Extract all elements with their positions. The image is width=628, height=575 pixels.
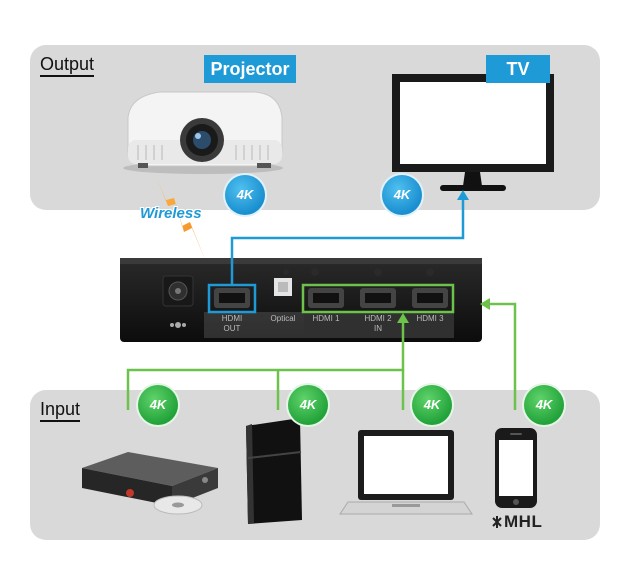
mhl-logo: MHL — [504, 512, 543, 531]
input-4k-badge-laptop: 4K — [412, 385, 452, 425]
input-arrow-icon — [397, 313, 409, 323]
in-label: IN — [374, 324, 382, 333]
output-section-label: Output — [40, 54, 95, 77]
tv-arrow-icon — [457, 190, 469, 200]
port-label-hdmi-out: HDMI — [221, 314, 243, 323]
input-section-label: Input — [40, 399, 81, 422]
port-label-hdmi-3: HDMI 3 — [416, 314, 444, 323]
phone-arrow-icon — [480, 298, 490, 310]
tv-4k-badge: 4K — [382, 175, 422, 215]
hdmi-switch-icon — [120, 258, 482, 342]
tv-icon — [392, 74, 554, 191]
projector-label: Projector — [204, 55, 296, 83]
port-label-hdmi-1: HDMI 1 — [312, 314, 340, 323]
input-connection-lines — [126, 302, 517, 410]
projector-icon — [123, 91, 283, 174]
game-console-icon — [246, 418, 302, 524]
mhl-symbol-icon — [492, 516, 502, 528]
dvd-player-icon — [82, 452, 218, 515]
out-label: OUT — [223, 324, 241, 333]
tv-connection-line — [230, 198, 465, 285]
input-4k-badge-phone: 4K — [524, 385, 564, 425]
in-ports-highlight — [301, 283, 455, 314]
tv-label: TV — [486, 55, 550, 83]
wireless-label: Wireless — [140, 205, 202, 222]
input-4k-badge-dvd: 4K — [138, 385, 178, 425]
input-4k-badge-console: 4K — [288, 385, 328, 425]
laptop-icon — [339, 430, 473, 515]
port-label-hdmi-2: HDMI 2 — [364, 314, 392, 323]
smartphone-icon — [495, 428, 537, 508]
port-label-optical: Optical — [270, 314, 296, 323]
projector-4k-badge: 4K — [225, 175, 265, 215]
